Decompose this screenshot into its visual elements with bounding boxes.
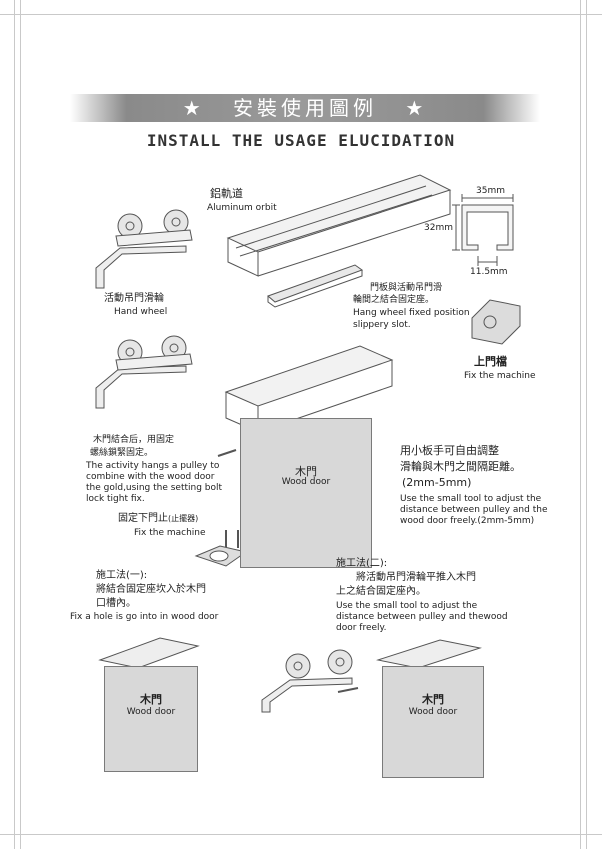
wood-door-label-zh: 木門 xyxy=(295,465,317,478)
aluminum-orbit-label-en: Aluminum orbit xyxy=(207,203,277,213)
activity-label-zh-2: 螺絲鎖緊固定。 xyxy=(90,448,154,458)
hand-wheel-label-en: Hand wheel xyxy=(114,307,168,317)
dimension-height: 32mm xyxy=(424,223,453,233)
bottom-stop-label-zh-small: (止擺器) xyxy=(168,514,199,523)
wood-door-right-label-zh: 木門 xyxy=(422,693,444,706)
wood-door-right: 木門 Wood door xyxy=(382,666,484,778)
wood-door-middle: 木門 Wood door xyxy=(240,418,372,568)
method2-label-en-2: distance between pulley and thewood xyxy=(336,612,508,622)
bottom-frame-line xyxy=(0,834,602,835)
right-frame-line xyxy=(580,0,581,849)
wood-door-label-en: Wood door xyxy=(281,477,331,487)
aluminum-orbit-label-zh: 鋁軌道 xyxy=(210,187,243,200)
left-frame-line xyxy=(14,0,15,849)
bottom-stop-label-zh: 固定下門止(止擺器) xyxy=(118,513,198,525)
method2-label-zh-2: 將活動吊門滑輪平推入木門 xyxy=(356,572,476,583)
method2-label-en-3: door freely. xyxy=(336,623,387,633)
fixed-slot-label-en-1: Hang wheel fixed position xyxy=(353,308,470,318)
adjust-label-en-1: Use the small tool to adjust the xyxy=(400,494,542,504)
dimension-width: 35mm xyxy=(476,186,505,196)
wood-door-right-label-en: Wood door xyxy=(408,707,458,717)
adjust-range: (2mm-5mm) xyxy=(402,476,472,489)
method1-label-zh-1: 施工法(一): xyxy=(96,570,148,581)
top-frame-line xyxy=(0,14,602,15)
wood-door-left: 木門 Wood door xyxy=(104,666,198,772)
method2-label-en-1: Use the small tool to adjust the xyxy=(336,601,478,611)
fixed-slot-label-en-2: slippery slot. xyxy=(353,320,411,330)
bottom-stop-label-en: Fix the machine xyxy=(134,528,206,538)
activity-label-en-4: lock tight fix. xyxy=(86,494,145,504)
adjust-label-zh-1: 用小板手可自由調整 xyxy=(400,444,499,457)
fixed-slot-label-zh-2: 輪間之結合固定座。 xyxy=(353,295,435,305)
title-banner: ★ 安裝使用圖例 ★ xyxy=(70,94,540,122)
left-frame-line-2 xyxy=(20,0,21,849)
adjust-label-zh-2: 滑輪與木門之間隔距離。 xyxy=(400,460,521,473)
activity-label-en-3: the gold,using the setting bolt xyxy=(86,483,223,493)
method2-label-zh-1: 施工法(二): xyxy=(336,558,388,569)
method1-label-en: Fix a hole is go into in wood door xyxy=(70,612,219,622)
hand-wheel-label-zh: 活動吊門滑輪 xyxy=(104,293,164,304)
dimension-slot: 11.5mm xyxy=(470,267,508,277)
activity-label-en-1: The activity hangs a pulley to xyxy=(86,461,220,471)
activity-label-en-2: combine with the wood door xyxy=(86,472,215,482)
method1-label-zh-3: 口槽內。 xyxy=(96,598,136,609)
fixed-slot-label-zh-1: 門板與活動吊門滑 xyxy=(370,283,443,293)
page-title: 安裝使用圖例 xyxy=(233,96,377,120)
star-icon: ★ xyxy=(182,96,205,120)
top-stop-label-en: Fix the machine xyxy=(464,371,536,381)
star-icon: ★ xyxy=(405,96,428,120)
wood-door-left-label-zh: 木門 xyxy=(140,693,162,706)
adjust-label-en-3: wood door freely.(2mm-5mm) xyxy=(400,516,535,526)
method1-label-zh-2: 將結合固定座坎入於木門 xyxy=(96,584,206,595)
wood-door-left-label-en: Wood door xyxy=(126,707,176,717)
page-subtitle: INSTALL THE USAGE ELUCIDATION xyxy=(146,131,456,150)
right-frame-line-2 xyxy=(586,0,587,849)
top-stop-label-zh: 上門檔 xyxy=(474,355,507,368)
activity-label-zh-1: 木門結合后，用固定 xyxy=(93,435,175,445)
adjust-label-en-2: distance between pulley and the xyxy=(400,505,548,515)
bottom-stop-label-zh-main: 固定下門止 xyxy=(118,513,168,524)
method2-label-zh-3: 上之結合固定座內。 xyxy=(336,586,426,597)
